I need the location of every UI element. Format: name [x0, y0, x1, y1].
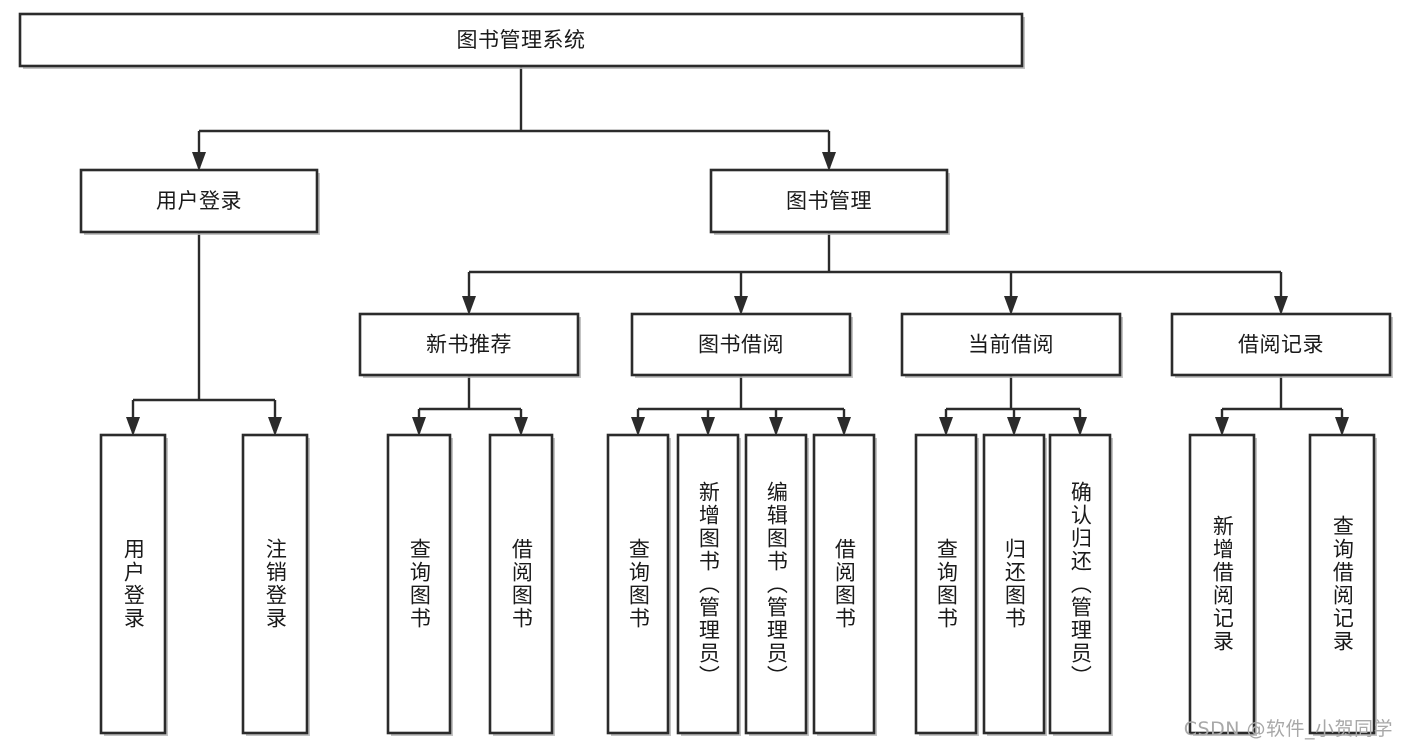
node-borrow-record[interactable] — [1170, 312, 1393, 378]
connector-borrow-record-to-leaf-add-record — [1215, 409, 1229, 436]
connector-group-bus-book-manage — [469, 232, 1281, 274]
connector-root-to-book-manage — [822, 131, 836, 171]
watermark-credit: CSDN @软件_小贺同学 — [1183, 718, 1393, 740]
connector-new-book-recommend-to-leaf-query-book-1 — [412, 409, 426, 436]
node-label-current-borrow: 当前借阅 — [968, 333, 1054, 357]
connector-arrow-icon — [1073, 417, 1087, 436]
connector-arrow-icon — [1215, 417, 1229, 436]
connector-book-borrow-to-leaf-borrow-book-2 — [837, 409, 851, 436]
node-book-manage[interactable] — [709, 168, 950, 235]
connectors-layer — [126, 66, 1349, 436]
connector-arrow-icon — [769, 417, 783, 436]
node-book-borrow[interactable] — [630, 312, 853, 378]
connector-arrow-icon — [514, 417, 528, 436]
connector-book-manage-to-book-borrow — [734, 272, 748, 315]
connector-arrow-icon — [192, 152, 206, 171]
connector-arrow-icon — [1335, 417, 1349, 436]
node-leaf-return-book[interactable] — [982, 433, 1047, 736]
connector-arrow-icon — [1274, 296, 1288, 315]
connector-book-borrow-to-leaf-edit-book — [769, 409, 783, 436]
connector-current-borrow-to-leaf-query-book-3 — [939, 409, 953, 436]
node-leaf-edit-book[interactable] — [744, 433, 809, 736]
node-root[interactable] — [18, 12, 1025, 69]
node-leaf-borrow-book-1[interactable] — [488, 433, 555, 736]
node-leaf-add-book[interactable] — [676, 433, 741, 736]
node-label-book-manage: 图书管理 — [786, 189, 872, 213]
connector-group-bus-new-book — [419, 375, 521, 411]
node-label-user-login: 用户登录 — [156, 189, 242, 213]
connector-new-book-recommend-to-leaf-borrow-book-1 — [514, 409, 528, 436]
node-label-book-borrow: 图书借阅 — [698, 333, 784, 357]
connector-user-login-to-leaf-logout — [268, 400, 282, 436]
node-leaf-borrow-book-2[interactable] — [812, 433, 877, 736]
node-label-new-book-recommend: 新书推荐 — [426, 333, 512, 357]
connector-arrow-icon — [1007, 417, 1021, 436]
connector-group-bus-root — [199, 66, 829, 133]
connector-current-borrow-to-leaf-return-book — [1007, 409, 1021, 436]
node-leaf-query-book-1[interactable] — [386, 433, 453, 736]
connector-arrow-icon — [631, 417, 645, 436]
connector-group-bus-user-login — [133, 232, 275, 402]
node-current-borrow[interactable] — [900, 312, 1123, 378]
connector-book-manage-to-new-book-recommend — [462, 272, 476, 315]
connector-arrow-icon — [412, 417, 426, 436]
connector-user-login-to-leaf-user-login — [126, 400, 140, 436]
node-leaf-query-book-3[interactable] — [914, 433, 979, 736]
connector-group-bus-book-borrow — [638, 375, 844, 411]
node-leaf-logout[interactable] — [241, 433, 310, 736]
nodes-layer — [18, 12, 1393, 736]
connector-book-borrow-to-leaf-query-book-2 — [631, 409, 645, 436]
connector-borrow-record-to-leaf-query-record — [1335, 409, 1349, 436]
connector-book-manage-to-borrow-record — [1274, 272, 1288, 315]
connector-arrow-icon — [268, 417, 282, 436]
node-leaf-user-login[interactable] — [99, 433, 168, 736]
node-label-root: 图书管理系统 — [457, 28, 586, 52]
node-leaf-add-record[interactable] — [1188, 433, 1257, 736]
connector-arrow-icon — [822, 152, 836, 171]
node-leaf-query-book-2[interactable] — [606, 433, 671, 736]
connector-group-bus-borrow-record — [1222, 375, 1342, 411]
node-leaf-query-record[interactable] — [1308, 433, 1377, 736]
connector-arrow-icon — [734, 296, 748, 315]
connector-book-borrow-to-leaf-add-book — [701, 409, 715, 436]
connector-arrow-icon — [939, 417, 953, 436]
node-label-borrow-record: 借阅记录 — [1238, 333, 1324, 357]
connector-arrow-icon — [1004, 296, 1018, 315]
connector-root-to-user-login — [192, 131, 206, 171]
connector-current-borrow-to-leaf-confirm-return — [1073, 409, 1087, 436]
node-user-login[interactable] — [79, 168, 320, 235]
node-new-book-recommend[interactable] — [358, 312, 581, 378]
connector-book-manage-to-current-borrow — [1004, 272, 1018, 315]
node-leaf-confirm-return[interactable] — [1048, 433, 1113, 736]
connector-arrow-icon — [701, 417, 715, 436]
connector-arrow-icon — [837, 417, 851, 436]
connector-group-bus-current-borrow — [946, 375, 1080, 411]
connector-arrow-icon — [462, 296, 476, 315]
connector-arrow-icon — [126, 417, 140, 436]
